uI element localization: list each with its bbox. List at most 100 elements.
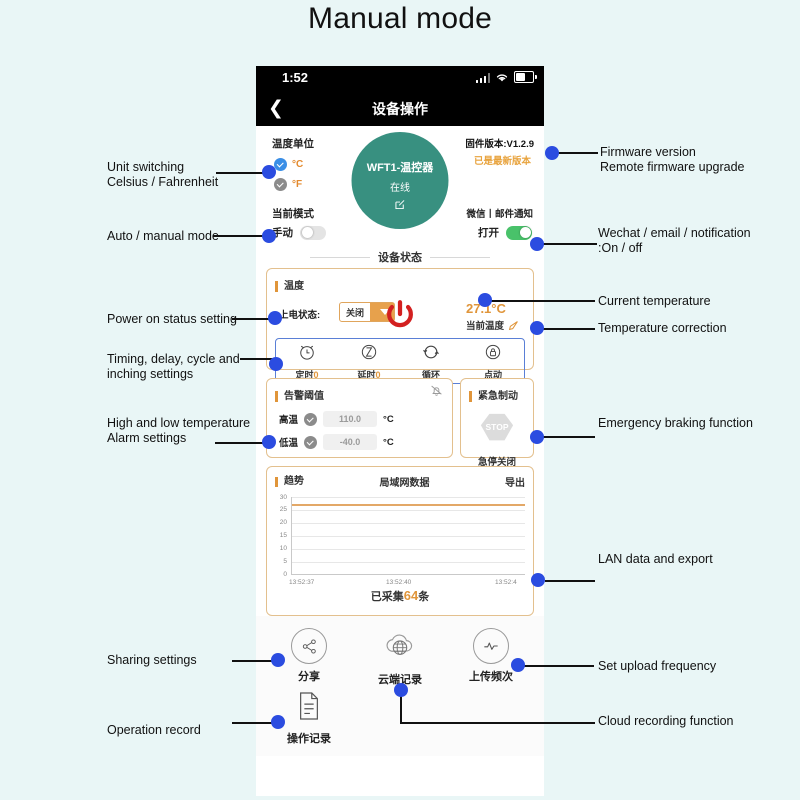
notification-toggle[interactable] bbox=[506, 225, 532, 240]
power-state-label: 上电状态: bbox=[279, 310, 321, 321]
leader-line bbox=[232, 660, 280, 662]
brake-card-title: 紧急制动 bbox=[469, 391, 518, 402]
alarm-low-input[interactable]: -40.0 bbox=[323, 434, 378, 450]
unit-option-fahrenheit[interactable]: °F bbox=[274, 178, 302, 191]
annotation-unit-switching: Unit switching Celsius / Fahrenheit bbox=[107, 160, 219, 189]
leader-line bbox=[540, 436, 595, 438]
quick-action-delay[interactable]: 延时0 bbox=[338, 342, 400, 381]
svg-text:STOP: STOP bbox=[485, 422, 508, 432]
pencil-edit-icon[interactable] bbox=[508, 320, 519, 331]
device-name: WFT1-温控器 bbox=[366, 162, 434, 174]
alarm-clock-icon bbox=[300, 345, 314, 360]
device-status-circle[interactable]: WFT1-温控器 在线 bbox=[351, 132, 449, 229]
alarm-high-input[interactable]: 110.0 bbox=[323, 411, 378, 427]
annotation-timing-delay-cycle: Timing, delay, cycle and inching setting… bbox=[107, 352, 240, 381]
quick-action-timing-label: 定时0 bbox=[295, 369, 319, 380]
mode-toggle[interactable] bbox=[300, 225, 326, 240]
bottom-action-cloud-label: 云端记录 bbox=[378, 674, 422, 686]
leader-line bbox=[489, 300, 595, 302]
temperature-card-head: 温度 bbox=[267, 269, 533, 294]
power-state-value: 关闭 bbox=[346, 307, 365, 318]
waveform-circle-icon bbox=[473, 628, 509, 664]
bell-muted-icon[interactable] bbox=[429, 383, 444, 403]
annotation-sharing-settings: Sharing settings bbox=[107, 653, 197, 667]
annotation-temperature-correction: Temperature correction bbox=[598, 321, 727, 335]
annotation-lan-data-export: LAN data and export bbox=[598, 552, 713, 566]
annotation-power-on-status: Power on status setting bbox=[107, 312, 237, 326]
power-row: 上电状态: 关闭 27.1°C 当前温度 bbox=[267, 294, 533, 336]
firmware-status: 已是最新版本 bbox=[473, 156, 531, 167]
divider-line-left bbox=[310, 256, 370, 258]
bottom-action-share-label: 分享 bbox=[298, 671, 320, 683]
unit-option-celsius[interactable]: °C bbox=[274, 158, 303, 171]
callout-dot bbox=[530, 321, 544, 335]
alarm-brake-row: 告警阈值 高温 110.0 °C bbox=[266, 378, 534, 468]
y-tick-5: 5 bbox=[283, 558, 287, 565]
quick-action-timing[interactable]: 定时0 bbox=[276, 342, 338, 381]
notification-row: 打开 bbox=[478, 225, 532, 240]
check-circle-icon[interactable] bbox=[304, 435, 318, 449]
alarm-low-unit: °C bbox=[383, 436, 394, 448]
unit-celsius-label: °C bbox=[292, 159, 304, 170]
battery-icon bbox=[514, 71, 537, 83]
bottom-action-operation-record[interactable]: 操作记录 bbox=[274, 691, 344, 746]
back-chevron-icon[interactable]: ❮ bbox=[268, 98, 284, 119]
current-temperature-label: 当前温度 bbox=[465, 321, 504, 332]
device-status-title: 设备状态 bbox=[378, 252, 422, 264]
callout-dot bbox=[511, 658, 525, 672]
document-lines-icon bbox=[296, 692, 322, 725]
leader-line bbox=[539, 243, 597, 245]
chart-head: 趋势 局域网数据 导出 bbox=[267, 467, 533, 489]
chart-export-button[interactable]: 导出 bbox=[505, 478, 525, 489]
callout-dot bbox=[262, 435, 276, 449]
callout-dot bbox=[262, 229, 276, 243]
series-line-temperature bbox=[292, 504, 525, 506]
brake-body[interactable]: STOP 急停关闭 bbox=[461, 411, 533, 468]
status-bar: 1:52 bbox=[256, 66, 544, 92]
bottom-action-operation-record-label: 操作记录 bbox=[287, 733, 331, 745]
collected-count: 64 bbox=[403, 588, 419, 603]
mode-row: 手动 bbox=[272, 225, 326, 240]
edit-square-icon[interactable] bbox=[394, 198, 407, 211]
firmware-version[interactable]: 固件版本:V1.2.9 bbox=[465, 139, 534, 150]
y-tick-15: 15 bbox=[279, 532, 287, 539]
leader-line bbox=[215, 442, 270, 444]
notification-value: 打开 bbox=[478, 227, 499, 239]
quick-action-inching[interactable]: 点动 bbox=[462, 342, 524, 381]
annotation-set-upload-frequency: Set upload frequency bbox=[598, 659, 717, 673]
annotation-emergency-braking: Emergency braking function bbox=[598, 416, 753, 430]
emergency-brake-card: 紧急制动 STOP 急停关闭 bbox=[460, 378, 534, 468]
leader-line bbox=[213, 235, 268, 237]
bottom-action-cloud[interactable]: 云端记录 bbox=[365, 628, 435, 687]
bottom-action-upload-frequency[interactable]: 上传频次 bbox=[456, 628, 526, 684]
check-circle-icon[interactable] bbox=[304, 412, 318, 426]
page-title: Manual mode bbox=[308, 2, 492, 35]
collected-suffix: 条 bbox=[418, 591, 430, 603]
power-button-icon[interactable] bbox=[383, 298, 417, 337]
y-tick-10: 10 bbox=[279, 545, 287, 552]
leader-line bbox=[232, 722, 280, 724]
callout-dot bbox=[545, 146, 559, 160]
alarm-high-unit: °C bbox=[383, 413, 394, 425]
y-tick-20: 20 bbox=[279, 519, 287, 526]
notification-label: 微信丨邮件通知 bbox=[466, 209, 533, 220]
alarm-card-head: 告警阈值 bbox=[267, 379, 452, 404]
gridline bbox=[291, 536, 525, 537]
device-online-status: 在线 bbox=[390, 183, 410, 194]
x-tick-2: 13:52:4 bbox=[495, 579, 517, 586]
annotation-wechat-email: Wechat / email / notification :On / off bbox=[598, 226, 751, 255]
quick-action-cycle[interactable]: 循环 bbox=[400, 342, 462, 381]
current-temperature-value: 27.1°C bbox=[465, 301, 506, 316]
unit-label: 温度单位 bbox=[272, 138, 314, 150]
gridline bbox=[291, 510, 525, 511]
temperature-card: 温度 上电状态: 关闭 27.1°C bbox=[266, 268, 534, 384]
lock-icon bbox=[485, 344, 501, 359]
leader-line-vertical bbox=[400, 690, 402, 724]
current-temperature-label-row: 当前温度 bbox=[466, 318, 519, 332]
hourglass-icon bbox=[361, 344, 377, 359]
nav-bar: ❮ 设备操作 bbox=[256, 92, 544, 126]
x-tick-1: 13:52:40 bbox=[386, 579, 412, 586]
bottom-action-upload-frequency-label: 上传频次 bbox=[469, 671, 513, 683]
bottom-action-share[interactable]: 分享 bbox=[274, 628, 344, 684]
gridline bbox=[291, 523, 525, 524]
